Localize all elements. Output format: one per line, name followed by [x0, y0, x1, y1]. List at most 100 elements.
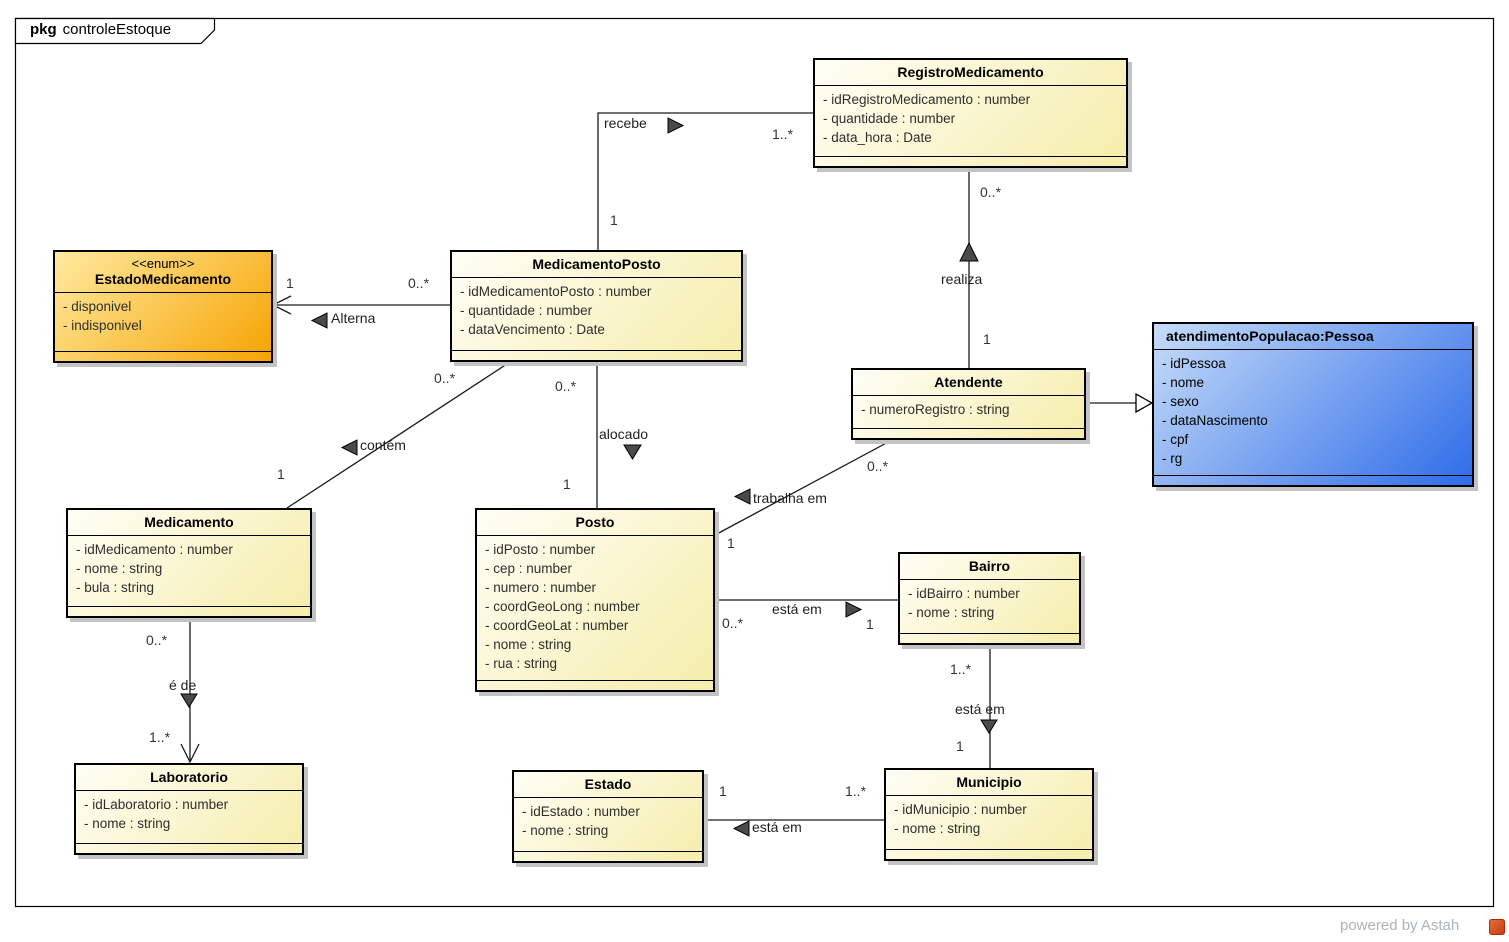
multiplicity: 0..*: [722, 615, 744, 631]
class-atendente: Atendente - numeroRegistro : string: [851, 368, 1086, 440]
operations-compartment: [1154, 475, 1472, 485]
multiplicity: 1: [277, 466, 285, 482]
attribute: - indisponivel: [63, 318, 142, 333]
class-title: Estado: [584, 776, 632, 792]
contem-direction-arrow-icon: [340, 439, 358, 456]
e-de-open-arrow-icon: [180, 743, 200, 764]
realiza-direction-arrow-icon: [959, 241, 979, 262]
watermark-text: powered by Astah: [1340, 917, 1460, 934]
class-bairro: Bairro - idBairro : number- nome : strin…: [898, 552, 1081, 645]
attribute: - idMedicamento : number: [76, 542, 233, 557]
class-registromedicamento: RegistroMedicamento - idRegistroMedicame…: [813, 58, 1128, 168]
attribute: - nome : string: [894, 821, 981, 836]
enum-name: EstadoMedicamento: [94, 271, 232, 287]
stereotype-label: <<enum>>: [131, 256, 195, 271]
attribute-list: - idMedicamento : number - nome : string -…: [68, 535, 310, 606]
class-municipio: Municipio - idMunicipio : number - nome :…: [884, 768, 1094, 861]
multiplicity: 1: [727, 535, 735, 551]
multiplicity: 1..*: [149, 729, 171, 745]
attribute-list: - idRegistroMedicamento : number- quanti…: [815, 85, 1126, 156]
attribute: - idMunicipio : number: [894, 802, 1027, 817]
class-title: MedicamentoPosto: [532, 256, 661, 272]
recebe-direction-arrow-icon: [667, 117, 685, 134]
trabalha-em-direction-arrow-icon: [733, 488, 751, 505]
attribute: - idEstado : number: [522, 804, 640, 819]
operations-compartment: [76, 843, 302, 853]
class-estado: Estado - idEstado : number - nome : strin…: [512, 770, 704, 863]
multiplicity: 1..*: [950, 661, 972, 677]
attribute-list: - numeroRegistro : string: [853, 395, 1084, 428]
association-label-trabalha-em: trabalha em: [753, 490, 827, 506]
multiplicity: 0..*: [555, 378, 577, 394]
association-label-realiza: realiza: [941, 271, 983, 287]
alterna-direction-arrow-icon: [310, 312, 328, 329]
attribute: - rua : string: [485, 656, 558, 671]
multiplicity: 1..*: [772, 126, 794, 142]
attribute: - numeroRegistro : string: [861, 402, 1010, 417]
attribute: - idMedicamentoPosto : number: [460, 284, 652, 299]
association-label-esta-em-bairro-municipio: está em: [955, 701, 1005, 717]
multiplicity: 1: [956, 738, 964, 754]
association-label-contem: contém: [360, 437, 406, 453]
attribute: - idPessoa: [1162, 356, 1226, 371]
class-title: <<enum>> EstadoMedicamento: [55, 252, 271, 292]
class-title: Municipio: [956, 774, 1022, 790]
operations-compartment: [68, 606, 310, 616]
instance-atendimentopopulacao-pessoa: atendimentoPopulacao:Pessoa - idPessoa - …: [1152, 322, 1474, 487]
operations-compartment: [886, 849, 1092, 859]
attribute: - dataVencimento : Date: [460, 322, 605, 337]
attribute: - bula : string: [76, 580, 155, 595]
class-title: Posto: [575, 514, 615, 530]
class-laboratorio: Laboratorio - idLaboratorio : number - no…: [74, 763, 304, 855]
multiplicity: 1: [563, 476, 571, 492]
association-label-alterna: Alterna: [331, 310, 376, 326]
attribute: - nome : string: [76, 561, 163, 576]
attribute: - nome : string: [84, 816, 171, 831]
attribute-list: - idBairro : number- nome : string: [900, 579, 1079, 633]
attribute: - cep : number: [485, 561, 573, 576]
trabalha-em-line: [714, 439, 893, 536]
multiplicity: 0..*: [867, 458, 889, 474]
multiplicity: 1: [286, 275, 294, 291]
class-title: Atendente: [934, 374, 1003, 390]
posto-bairro-direction-arrow-icon: [845, 601, 863, 618]
class-title: atendimentoPopulacao:Pessoa: [1166, 328, 1374, 344]
attribute: - numero : number: [485, 580, 597, 595]
enum-estadomedicamento: <<enum>> EstadoMedicamento - disponivel-…: [53, 250, 273, 363]
operations-compartment: [900, 633, 1079, 643]
association-label-esta-em-municipio-estado: está em: [752, 819, 802, 835]
multiplicity: 0..*: [434, 370, 456, 386]
operations-compartment: [815, 156, 1126, 166]
attribute-list: - idMunicipio : number - nome : string: [886, 795, 1092, 849]
class-medicamentoposto: MedicamentoPosto - idMedicamentoPosto : …: [450, 250, 743, 362]
operations-compartment: [477, 680, 713, 690]
attribute: - nome : string: [485, 637, 572, 652]
attribute: - idLaboratorio : number: [84, 797, 229, 812]
class-title: Laboratorio: [150, 769, 228, 785]
attribute: - data_hora : Date: [823, 130, 932, 145]
estado-municipio-direction-arrow-icon: [732, 820, 750, 837]
association-label-esta-em-posto-bairro: está em: [772, 601, 822, 617]
attribute: - nome: [1162, 375, 1205, 390]
attribute-list: - idPessoa- nome- sexo- dataNascimento- …: [1154, 349, 1472, 475]
attribute: - cpf: [1162, 432, 1189, 447]
attribute: - idPosto : number: [485, 542, 596, 557]
class-title: Medicamento: [144, 514, 234, 530]
attribute: - coordGeoLat : number: [485, 618, 629, 633]
alocado-direction-arrow-icon: [623, 444, 642, 460]
attribute: - disponivel: [63, 299, 132, 314]
attribute: - nome : string: [522, 823, 609, 838]
attribute: - coordGeoLong : number: [485, 599, 640, 614]
frame-title: controleEstoque: [62, 21, 172, 38]
class-title: RegistroMedicamento: [897, 64, 1044, 80]
attribute-list: - idEstado : number - nome : string: [514, 797, 702, 851]
operations-compartment: [514, 851, 702, 861]
multiplicity: 1: [866, 616, 874, 632]
multiplicity: 0..*: [980, 184, 1002, 200]
attribute-list: - idPosto : number - cep : number - numero…: [477, 535, 713, 680]
contem-line: [286, 361, 511, 509]
attribute-list: - disponivel - indisponivel: [55, 292, 271, 351]
multiplicity: 1: [610, 212, 618, 228]
